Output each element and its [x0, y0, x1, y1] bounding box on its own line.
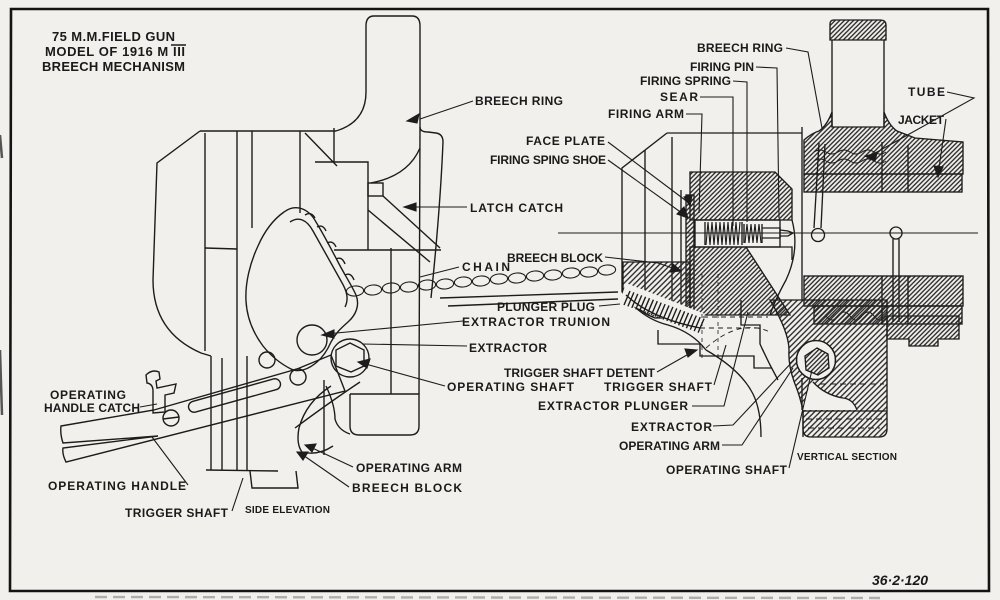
svg-text:EXTRACTOR PLUNGER: EXTRACTOR PLUNGER: [538, 399, 688, 413]
svg-text:FACE PLATE: FACE PLATE: [526, 134, 605, 148]
svg-text:BREECH MECHANISM: BREECH MECHANISM: [42, 59, 185, 74]
svg-text:FIRING SPING SHOE: FIRING SPING SHOE: [490, 153, 606, 167]
svg-text:MODEL OF 1916 M III: MODEL OF 1916 M III: [45, 44, 185, 59]
svg-text:OPERATING ARM: OPERATING ARM: [619, 439, 720, 453]
svg-text:FIRING ARM: FIRING ARM: [608, 107, 684, 121]
svg-text:TUBE: TUBE: [908, 85, 945, 99]
svg-text:TRIGGER SHAFT DETENT: TRIGGER SHAFT DETENT: [504, 366, 656, 380]
svg-text:OPERATING SHAFT: OPERATING SHAFT: [666, 463, 788, 477]
svg-text:HANDLE CATCH: HANDLE CATCH: [44, 401, 140, 415]
svg-text:75 M.M.FIELD GUN: 75 M.M.FIELD GUN: [52, 29, 175, 44]
svg-text:OPERATING: OPERATING: [50, 388, 126, 402]
svg-text:OPERATING ARM: OPERATING ARM: [356, 461, 462, 475]
svg-text:SIDE ELEVATION: SIDE ELEVATION: [245, 505, 330, 516]
svg-text:VERTICAL SECTION: VERTICAL SECTION: [797, 452, 897, 463]
svg-text:36·2·120: 36·2·120: [872, 572, 928, 588]
svg-text:BREECH RING: BREECH RING: [697, 41, 783, 55]
svg-text:OPERATING HANDLE: OPERATING HANDLE: [48, 479, 186, 493]
svg-text:LATCH CATCH: LATCH CATCH: [470, 201, 563, 215]
svg-text:TRIGGER SHAFT: TRIGGER SHAFT: [604, 380, 713, 394]
svg-text:EXTRACTOR: EXTRACTOR: [469, 341, 547, 355]
svg-text:TRIGGER SHAFT: TRIGGER SHAFT: [125, 506, 229, 520]
svg-text:BREECH RING: BREECH RING: [475, 94, 563, 108]
svg-text:FIRING SPRING: FIRING SPRING: [640, 74, 731, 88]
svg-text:BREECH BLOCK: BREECH BLOCK: [507, 251, 603, 265]
svg-text:JACKET: JACKET: [898, 113, 945, 127]
svg-text:SEAR: SEAR: [660, 90, 698, 104]
svg-text:PLUNGER PLUG: PLUNGER PLUG: [497, 300, 595, 314]
svg-text:BREECH BLOCK: BREECH BLOCK: [352, 481, 462, 495]
svg-text:OPERATING SHAFT: OPERATING SHAFT: [447, 380, 575, 394]
svg-text:CHAIN: CHAIN: [462, 260, 510, 274]
svg-text:EXTRACTOR: EXTRACTOR: [631, 420, 712, 434]
svg-text:EXTRACTOR TRUNION: EXTRACTOR TRUNION: [462, 315, 610, 329]
svg-text:FIRING PIN: FIRING PIN: [690, 60, 754, 74]
